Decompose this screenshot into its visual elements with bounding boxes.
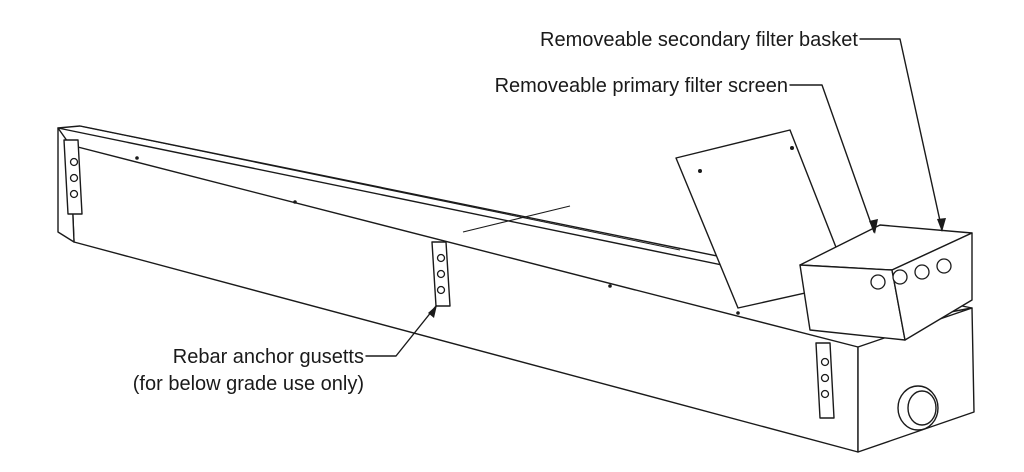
label-secondary-filter-basket: Removeable secondary filter basket <box>540 29 858 51</box>
gusset-hole <box>820 373 830 383</box>
rim-hole <box>293 200 297 204</box>
gusset-hole <box>69 157 79 167</box>
basket-hole <box>914 264 930 280</box>
arrowhead <box>937 218 946 232</box>
leader-secondary-basket <box>859 38 943 231</box>
rebar-gusset-right <box>815 342 835 419</box>
label-rebar-gussets: Rebar anchor gusetts <box>173 346 364 368</box>
leader-rebar-gusset <box>365 305 437 357</box>
screen-hole <box>790 146 794 150</box>
gusset-hole <box>820 357 830 367</box>
basket-hole <box>892 269 908 285</box>
basket-front <box>799 264 906 341</box>
gusset-hole <box>69 189 79 199</box>
gusset-hole <box>436 285 446 295</box>
top-panel-seam <box>462 205 571 233</box>
rim-hole <box>608 284 612 288</box>
rebar-gusset-left <box>63 139 83 215</box>
rim-hole <box>736 311 740 315</box>
basket-side <box>891 232 973 341</box>
leader-lines <box>365 38 946 357</box>
label-primary-filter-screen: Removeable primary filter screen <box>495 75 788 97</box>
gusset-hole <box>436 269 446 279</box>
rim-hole <box>135 156 139 160</box>
outlet-pipe-inner <box>907 390 937 426</box>
secondary-filter-basket <box>799 224 973 341</box>
gusset-hole <box>820 389 830 399</box>
leader-primary-screen <box>789 84 875 233</box>
label-rebar-note: (for below grade use only) <box>133 373 364 395</box>
gusset-hole <box>436 253 446 263</box>
rebar-gusset-middle <box>431 241 451 307</box>
arrowhead <box>428 305 437 318</box>
gusset-hole <box>69 173 79 183</box>
basket-hole <box>870 274 886 290</box>
trough-back-edge <box>79 125 681 251</box>
arrowhead <box>869 219 878 234</box>
basket-hole <box>936 258 952 274</box>
screen-hole <box>698 169 702 173</box>
